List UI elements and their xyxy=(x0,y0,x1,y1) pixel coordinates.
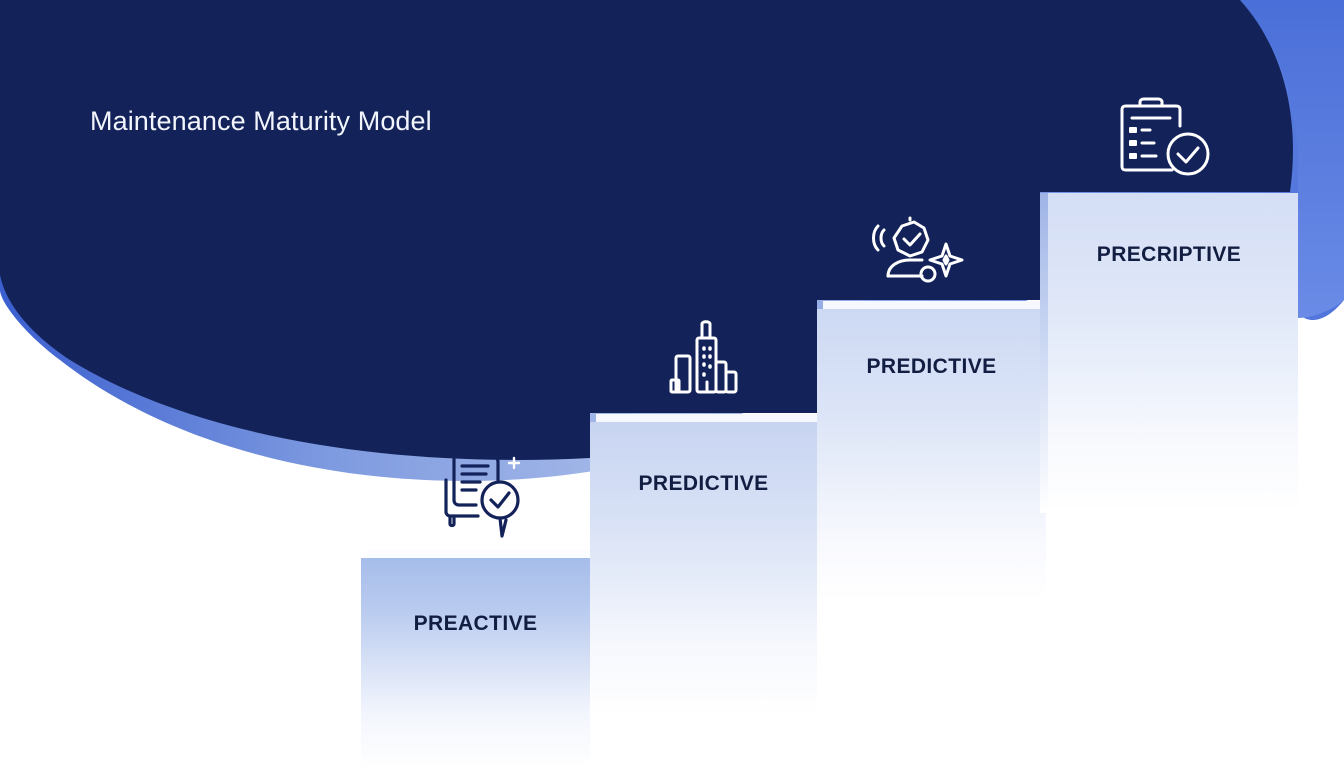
step-bevel xyxy=(596,414,817,423)
step-face xyxy=(361,558,590,768)
maturity-step-1: PREACTIVE xyxy=(361,550,590,768)
buildings-icon xyxy=(664,318,744,398)
robot-sparkle-icon xyxy=(866,214,976,294)
maturity-step-4: PRECRIPTIVE xyxy=(1040,193,1298,513)
clipboard-check-icon xyxy=(1116,96,1214,182)
step-face xyxy=(590,422,817,714)
step-label: PREDICTIVE xyxy=(638,472,769,495)
step-edge xyxy=(1040,193,1048,513)
step-face xyxy=(1040,193,1298,513)
step-face xyxy=(817,309,1046,601)
navy-blob xyxy=(0,0,1293,460)
maturity-step-2: PREDICTIVE xyxy=(590,414,817,714)
step-bevel xyxy=(367,550,590,559)
maturity-step-3: PREDICTIVE xyxy=(817,301,1046,601)
step-bevel xyxy=(823,301,1046,310)
document-check-icon xyxy=(440,450,530,545)
step-label: PREACTIVE xyxy=(413,612,538,635)
step-label: PRECRIPTIVE xyxy=(1096,243,1242,266)
step-label: PREDICTIVE xyxy=(866,355,997,378)
page-title: Maintenance Maturity Model xyxy=(90,106,432,136)
